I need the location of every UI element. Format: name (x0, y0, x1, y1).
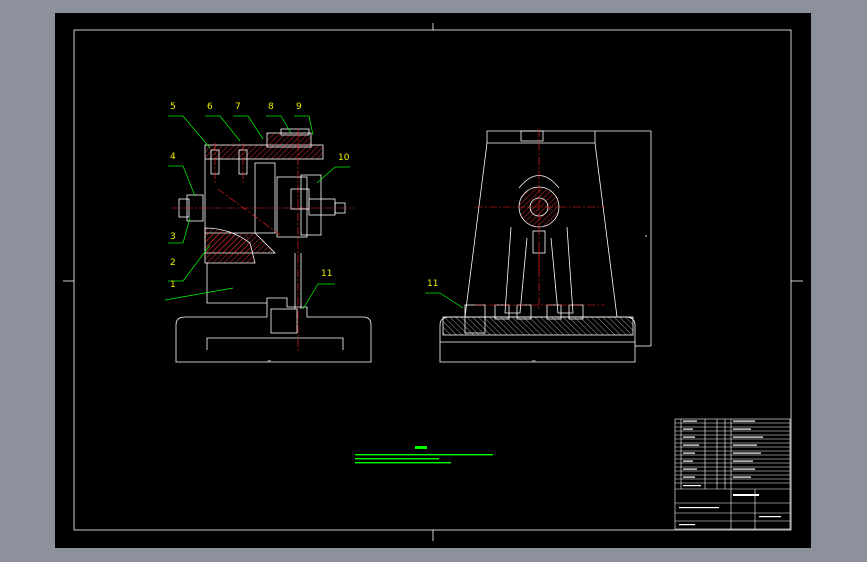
balloon-11-front: 11 (321, 269, 332, 279)
requirements-line-2 (355, 458, 439, 460)
balloon-2: 2 (170, 258, 176, 268)
balloon-6: 6 (207, 102, 213, 112)
requirements-line-1 (355, 454, 493, 456)
balloon-11-side: 11 (427, 279, 438, 289)
requirements-line-3 (355, 462, 451, 464)
dimension-side-width: 87 (532, 359, 536, 363)
balloon-7: 7 (235, 102, 241, 112)
leader-lines (164, 115, 464, 310)
part-balloons: 5 6 7 8 9 10 4 3 2 1 11 11 (170, 102, 438, 290)
balloon-8: 8 (268, 102, 274, 112)
side-centerlines (475, 129, 605, 309)
drawing-frame (63, 23, 803, 541)
balloon-4: 4 (170, 152, 176, 162)
dimension-side-height: 8 (645, 234, 647, 238)
balloon-1: 1 (170, 280, 176, 290)
requirements-title (415, 446, 427, 449)
front-section-view (175, 128, 372, 363)
drawing-canvas: 5 6 7 8 9 10 4 3 2 1 11 11 28 (63, 23, 803, 541)
balloon-9: 9 (296, 102, 302, 112)
balloon-3: 3 (170, 232, 176, 242)
dimension-front-width: 28 (267, 359, 271, 363)
front-centerlines (171, 129, 355, 353)
title-block-text (679, 420, 781, 526)
balloon-10: 10 (338, 153, 350, 163)
technical-requirements-block (355, 446, 493, 464)
side-view (439, 130, 652, 363)
balloon-5: 5 (170, 102, 176, 112)
title-block (674, 418, 791, 530)
drawing-sheet[interactable]: 5 6 7 8 9 10 4 3 2 1 11 11 28 (55, 13, 811, 548)
